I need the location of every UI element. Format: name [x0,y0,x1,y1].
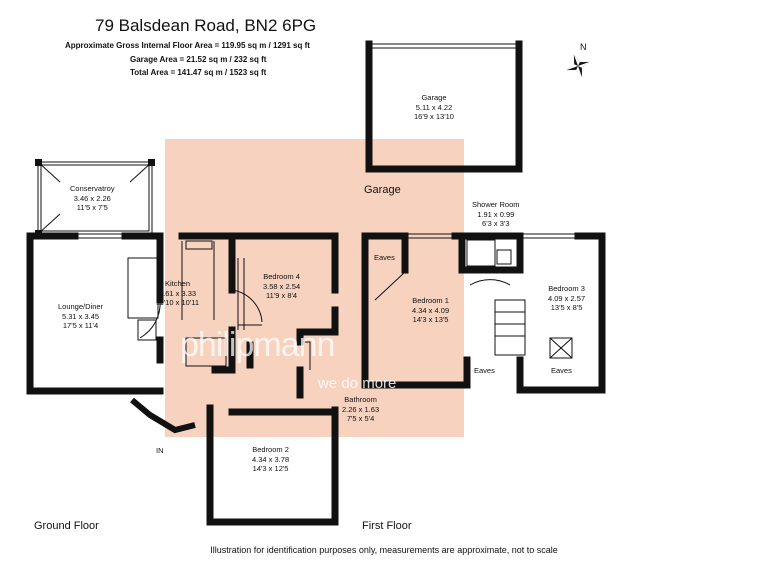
room-dims-imperial: 11'5 x 7'5 [76,203,108,212]
compass-rose-icon [566,54,590,78]
room-garage: Garage 5.11 x 4.22 16'9 x 13'10 [414,93,454,122]
property-title: 79 Balsdean Road, BN2 6PG [95,16,317,35]
room-dims-metric: 4.34 x 4.09 [412,305,450,315]
room-dims-metric: 4.09 x 2.57 [548,293,586,303]
room-name: Bedroom 2 [252,445,289,454]
total-area-text: Total Area = 141.47 sq m / 1523 sq ft [130,68,267,77]
room-bathroom: Bathroom 2.26 x 1.63 7'5 x 5'4 [342,395,379,424]
room-name: Garage [421,93,447,102]
room-dims-imperial: 11'9 x 8'4 [266,291,298,300]
room-kitchen: Kitchen 3.61 x 3.33 11'10 x 10'11 [156,279,199,308]
room-dims-metric: 3.46 x 2.26 [73,193,111,203]
disclaimer-text: Illustration for identification purposes… [210,545,558,555]
ground-floor-walls [26,232,339,526]
room-bedroom-2: Bedroom 2 4.34 x 3.78 14'3 x 12'5 [252,445,289,474]
first-floor-walls [361,232,606,394]
room-dims-metric: 5.31 x 3.45 [61,311,100,321]
garage-area-text: Garage Area = 21.52 sq m / 232 sq ft [130,55,267,64]
room-name: Bedroom 3 [548,284,585,293]
room-name: Kitchen [165,279,191,288]
room-bedroom-1: Bedroom 1 4.34 x 4.09 14'3 x 13'5 [412,296,449,325]
garage-highlight-area [165,139,464,437]
watermark-brand: philipmann [180,326,335,364]
room-bedroom-4: Bedroom 4 3.58 x 2.54 11'9 x 8'4 [263,272,300,301]
entrance-label: IN [156,446,164,455]
room-name: Bedroom 4 [263,272,300,281]
garage-walls [365,40,523,173]
room-dims-imperial: 14'3 x 13'5 [412,315,449,324]
compass-north-label: N [580,42,587,52]
room-name: Shower Room [472,200,520,209]
ground-floor-label: Ground Floor [34,520,99,532]
room-dims-imperial: 16'9 x 13'10 [414,112,454,121]
room-dims-metric: 5.11 x 4.22 [415,102,453,112]
room-dims-imperial: 6'3 x 3'3 [482,219,510,228]
garage-section-label: Garage [364,184,401,196]
first-floor-label: First Floor [362,520,412,532]
eaves-label-3: Eaves [551,366,572,375]
room-dims-metric: 3.58 x 2.54 [263,281,301,291]
room-dims-metric: 3.61 x 3.33 [158,288,197,298]
eaves-label-2: Eaves [474,366,495,375]
gross-area-text: Approximate Gross Internal Floor Area = … [65,41,310,50]
room-dims-imperial: 17'5 x 11'4 [62,321,99,330]
room-dims-imperial: 7'5 x 5'4 [346,414,375,423]
room-bedroom-3: Bedroom 3 4.09 x 2.57 13'5 x 8'5 [548,284,585,313]
room-dims-imperial: 13'5 x 8'5 [550,303,583,312]
room-dims-metric: 2.26 x 1.63 [342,404,380,414]
room-shower-room: Shower Room 1.91 x 0.99 6'3 x 3'3 [472,200,520,229]
room-lounge-diner: Lounge/Diner 5.31 x 3.45 17'5 x 11'4 [58,302,103,331]
room-dims-metric: 4.34 x 3.78 [252,454,290,464]
room-dims-imperial: 14'3 x 12'5 [252,464,289,473]
watermark-tagline: we do more [318,375,397,392]
room-dims-imperial: 11'10 x 10'11 [156,298,200,307]
room-name: Conservatroy [70,184,115,193]
room-name: Lounge/Diner [58,302,104,311]
room-name: Bedroom 1 [412,296,449,305]
room-dims-metric: 1.91 x 0.99 [477,209,515,219]
eaves-label-1: Eaves [374,253,395,262]
room-name: Bathroom [344,395,377,404]
room-conservatory: Conservatroy 3.46 x 2.26 11'5 x 7'5 [70,184,115,213]
